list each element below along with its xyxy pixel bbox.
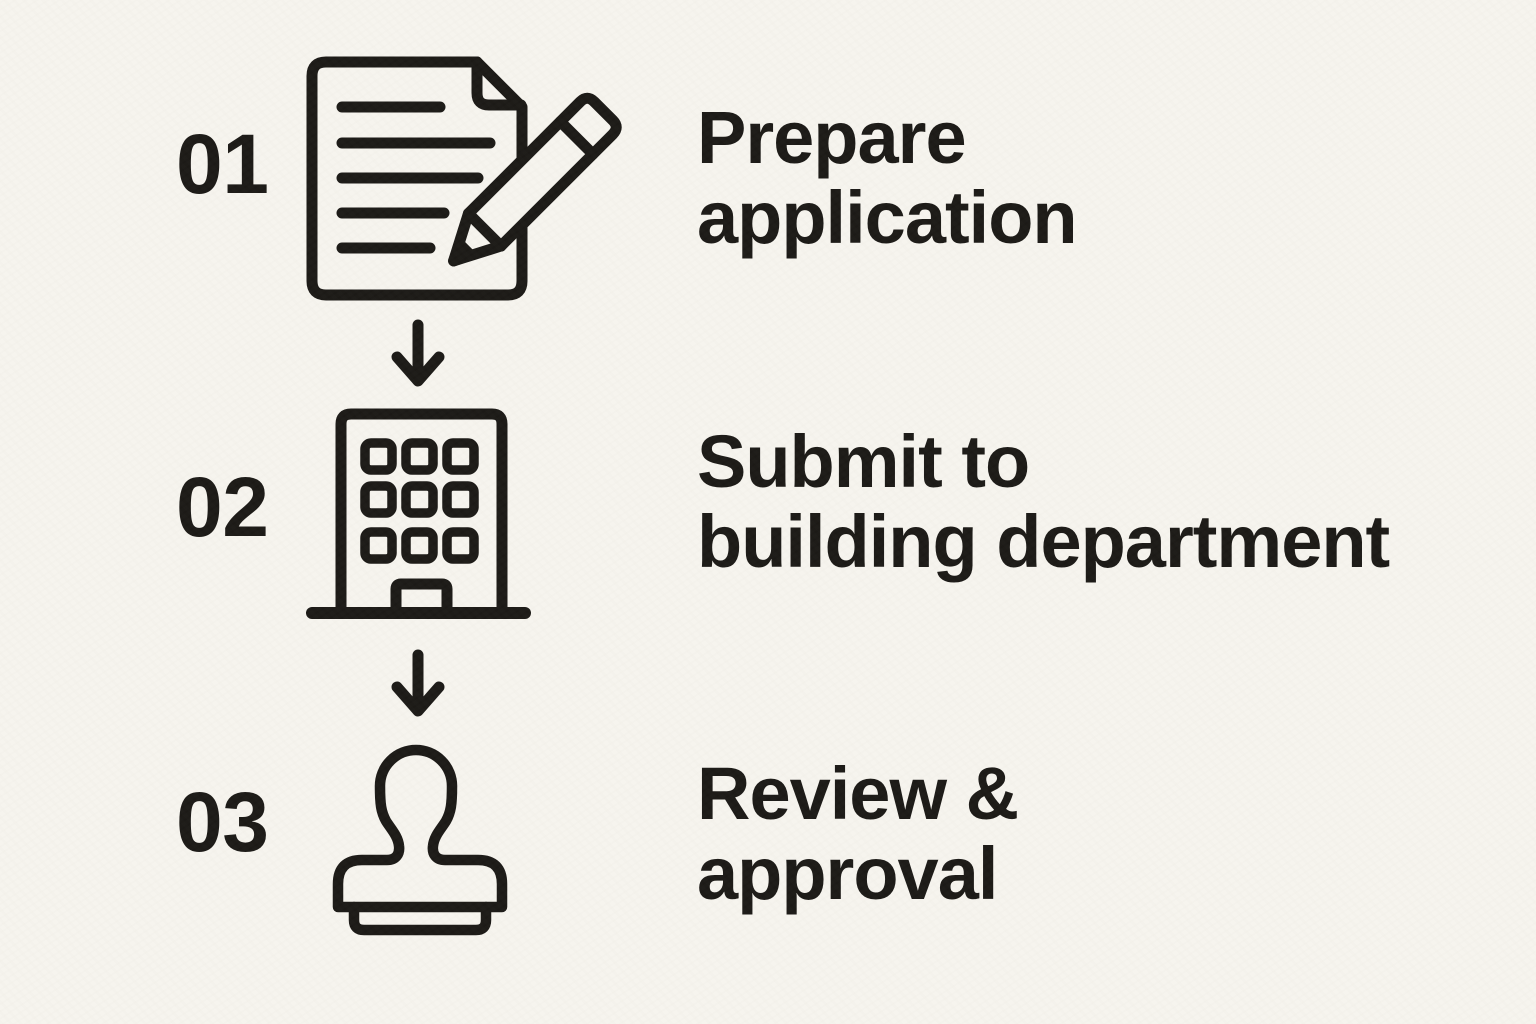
building-icon xyxy=(305,405,535,620)
step-label-line: Submit to xyxy=(697,420,1030,503)
step-label: Submit to building department xyxy=(697,420,1390,583)
step-number: 01 xyxy=(176,117,269,211)
step-label-line: Prepare xyxy=(697,96,967,179)
step-number: 02 xyxy=(176,460,269,554)
stamp-icon xyxy=(330,738,510,938)
arrow-down-icon xyxy=(388,317,448,395)
step-label-line: building department xyxy=(697,500,1390,583)
step-label-line: Review & xyxy=(697,752,1019,835)
step-label: Review & approval xyxy=(697,752,1019,915)
step-label-line: approval xyxy=(697,832,998,915)
document-pencil-icon xyxy=(300,53,630,303)
step-number: 03 xyxy=(176,775,269,869)
step-label: Prepare application xyxy=(697,96,1078,259)
arrow-down-icon xyxy=(388,647,448,725)
step-label-line: application xyxy=(697,176,1078,259)
